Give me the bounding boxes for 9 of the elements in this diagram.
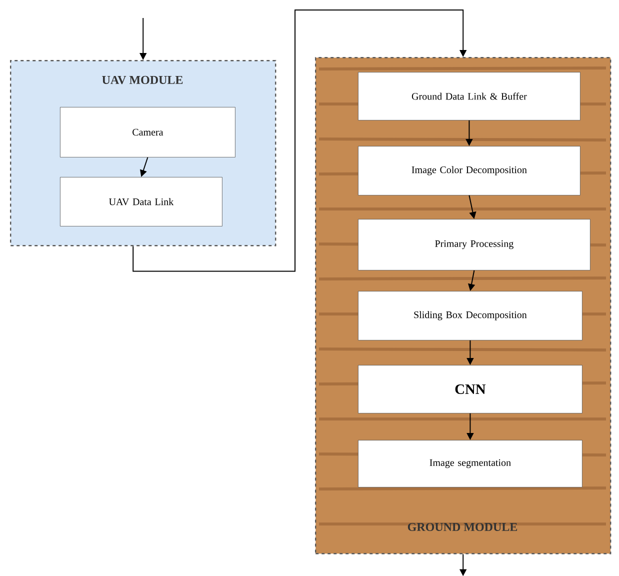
process-box: CNN	[358, 365, 582, 414]
process-box: UAV Data Link	[60, 177, 222, 226]
arrow	[132, 10, 467, 272]
process-box: Camera	[60, 107, 236, 158]
process-box: Image Color Decomposition	[358, 146, 580, 196]
process-box: Primary Processing	[358, 219, 590, 270]
process-box: Sliding Box Decomposition	[358, 291, 582, 340]
process-box: Ground Data Link & Buffer	[358, 72, 580, 120]
process-box: Image segmentation	[358, 440, 582, 488]
